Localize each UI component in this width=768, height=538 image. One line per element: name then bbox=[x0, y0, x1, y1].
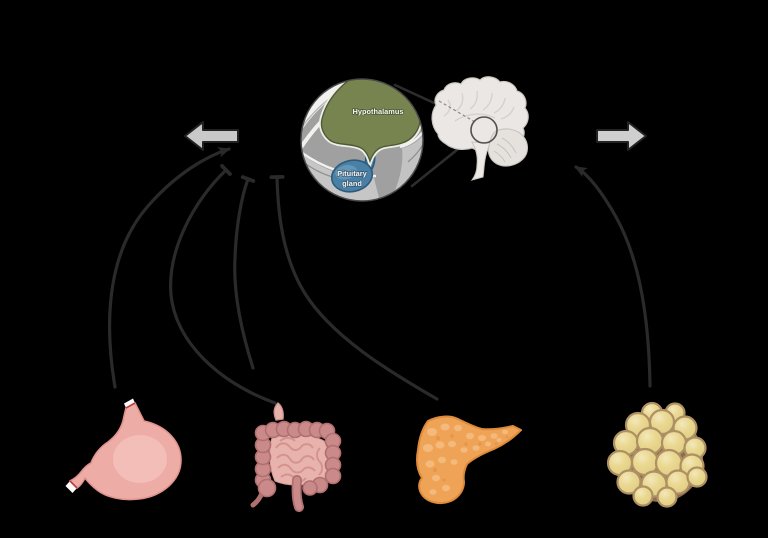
zoom-ring bbox=[470, 116, 498, 144]
cortex-gyri-lines bbox=[443, 90, 515, 122]
dashed-leader-line bbox=[438, 100, 476, 123]
stomach-duodenum-cut-rim bbox=[69, 480, 78, 489]
connector-lines bbox=[107, 147, 652, 405]
left-output-arrow bbox=[184, 121, 239, 151]
inset-rim bbox=[300, 78, 424, 202]
stomach-esophagus-cut bbox=[124, 398, 135, 408]
connector-intestine-to-hypothalamus-1 bbox=[169, 164, 277, 405]
large-intestine-frame bbox=[254, 420, 342, 498]
right-output-arrow bbox=[596, 121, 647, 151]
appendix bbox=[250, 490, 265, 508]
hypothalamus-label: Hypothalamus bbox=[353, 107, 404, 116]
stomach-esophagus-cut-rim bbox=[125, 402, 136, 409]
connector-pancreas-to-hypothalamus bbox=[269, 174, 439, 401]
inset-circle: Hypothalamus Pituitary gland bbox=[300, 78, 424, 202]
connector-adipose-to-brain bbox=[574, 165, 652, 388]
inset-band-right-stripe bbox=[407, 141, 423, 163]
cerebellum bbox=[487, 128, 529, 167]
ileum-stub bbox=[273, 402, 284, 421]
stomach-highlight bbox=[113, 435, 167, 483]
pituitary-label-line1: Pituitary bbox=[337, 169, 367, 178]
stomach-duodenum-cut bbox=[65, 481, 77, 493]
pancreas-texture-light bbox=[423, 423, 508, 495]
pituitary-highlight bbox=[335, 164, 357, 180]
connector-intestine-to-hypothalamus-2 bbox=[233, 175, 256, 370]
brain-thumbnail bbox=[431, 76, 529, 181]
pancreas-texture-dark bbox=[433, 434, 509, 482]
rectum-fill bbox=[293, 476, 303, 511]
brainstem bbox=[470, 141, 494, 181]
pituitary-label-line2: gland bbox=[342, 179, 362, 188]
small-intestine-coils bbox=[275, 437, 324, 482]
stomach-illustration bbox=[65, 398, 182, 501]
intestines-illustration bbox=[250, 402, 342, 512]
connector-stomach-to-hypothalamus bbox=[107, 147, 231, 389]
pancreas-illustration bbox=[416, 415, 522, 505]
cerebellum-striations bbox=[493, 137, 517, 163]
adipose-tissue-illustration bbox=[606, 401, 708, 508]
adipose-cells bbox=[606, 401, 708, 508]
